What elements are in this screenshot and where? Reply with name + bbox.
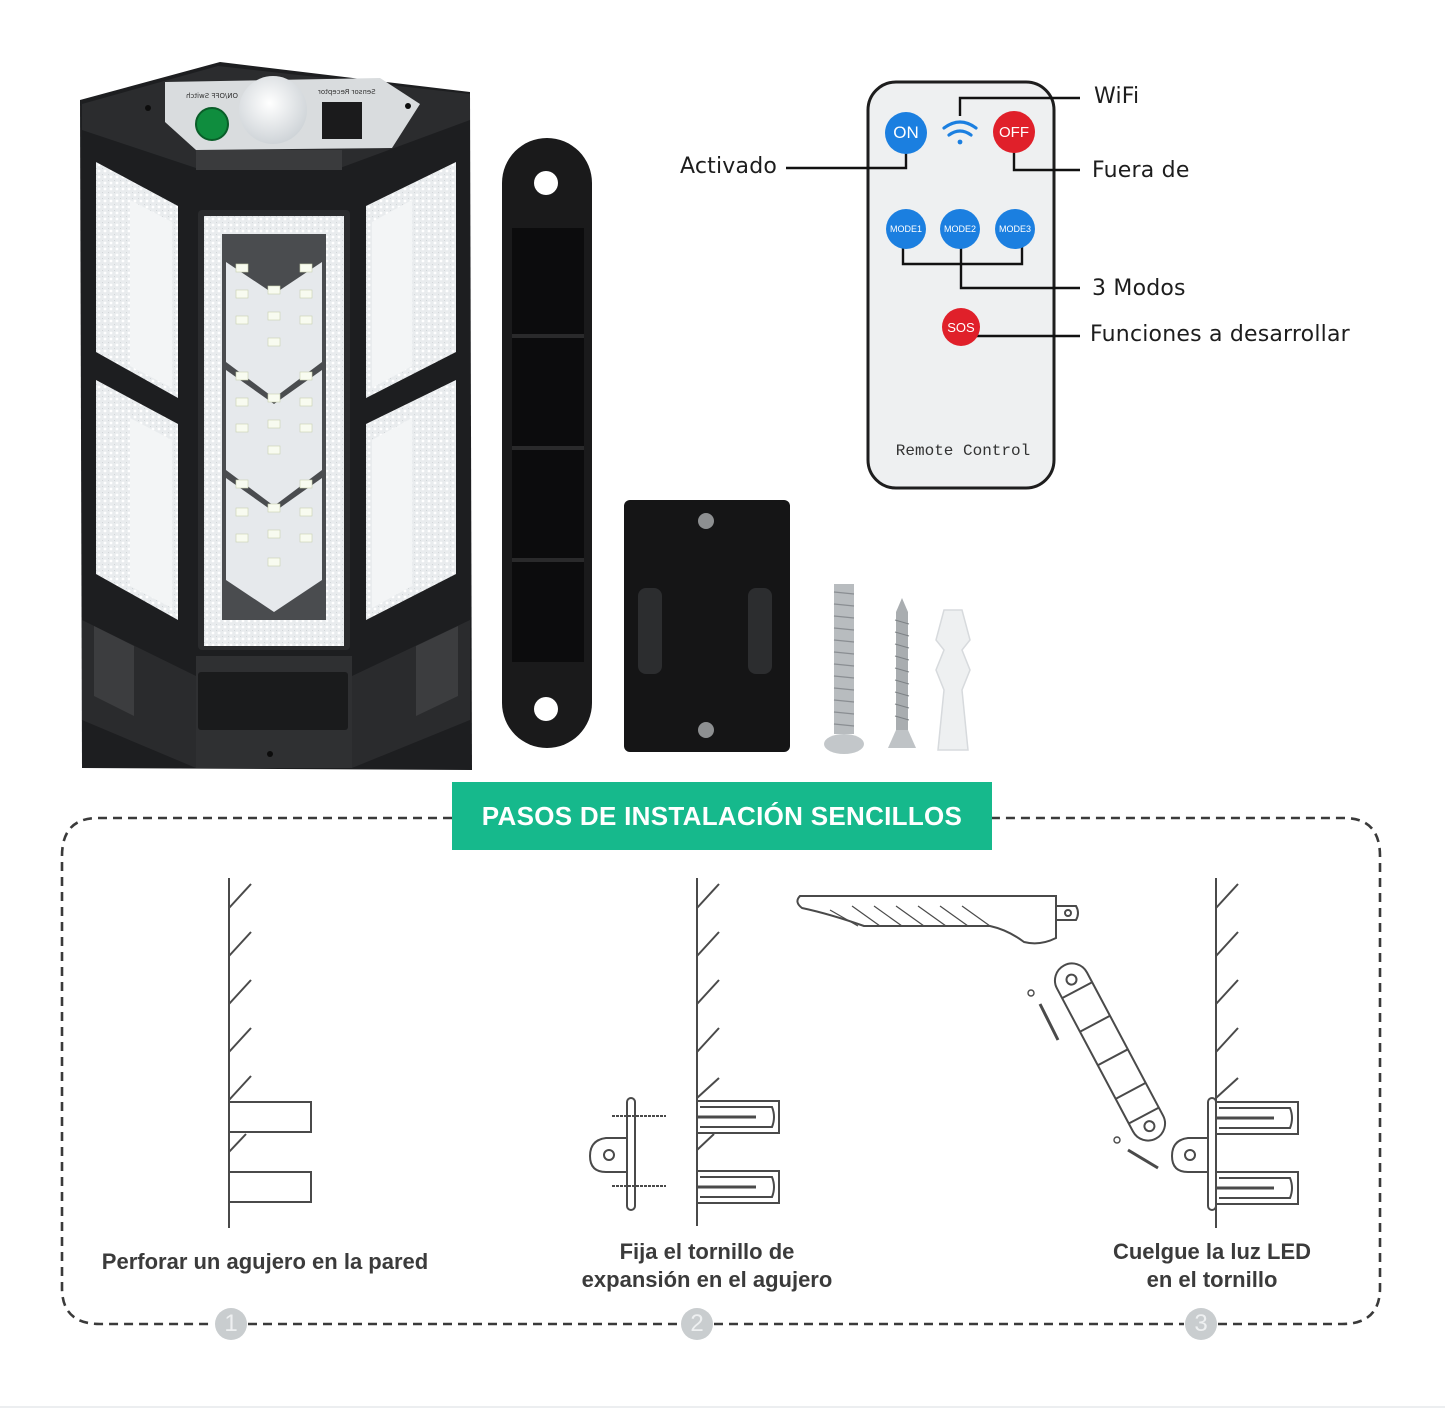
callout-on: Activado (680, 154, 778, 179)
callout-off: Fuera de (1092, 158, 1190, 183)
switch-label: ON/OFF Switch (186, 92, 239, 100)
step-3-line2: en el tornillo (1146, 1267, 1278, 1292)
power-switch-button (195, 107, 229, 141)
wood-screw (888, 598, 916, 748)
mounting-bracket (502, 138, 592, 748)
step-3-label: Cuelgue la luz LED en el tornillo (1072, 1238, 1352, 1294)
step-2-diagram (588, 878, 780, 1226)
step-1-line1: Perforar un agujero en la pared (101, 1249, 429, 1274)
step-2-line1: Fija el tornillo de (619, 1239, 795, 1264)
step-1-label: Perforar un agujero en la pared (90, 1248, 440, 1276)
remote-off-button[interactable]: OFF (993, 111, 1035, 153)
callout-line-modes (959, 246, 1080, 290)
remote-title: Remote Control (895, 442, 1031, 460)
callout-wifi: WiFi (1094, 84, 1140, 109)
step-2-label: Fija el tornillo de expansión en el aguj… (552, 1238, 862, 1294)
step-3-number: 3 (1185, 1308, 1217, 1340)
step-3-diagram (796, 878, 1299, 1228)
remote-sos-button[interactable]: SOS (942, 308, 980, 346)
callout-line-modes-bracket (901, 246, 1024, 266)
light-sensor (322, 102, 362, 139)
callout-sos: Funciones a desarrollar (1090, 322, 1350, 347)
wifi-icon (942, 120, 978, 145)
installation-frame (60, 816, 1382, 1326)
wall-anchor (935, 609, 971, 751)
callout-lines (786, 96, 1080, 338)
step-3-line1: Cuelgue la luz LED (1112, 1239, 1312, 1264)
remote-mode2-button[interactable]: MODE2 (940, 209, 980, 249)
remote-on-button[interactable]: ON (885, 112, 927, 154)
led-chips (235, 263, 313, 567)
step-1-diagram (228, 878, 312, 1228)
step-2-line2: expansión en el agujero (581, 1267, 833, 1292)
pir-sensor (239, 76, 307, 144)
lamp-body (80, 62, 472, 770)
step-1-number: 1 (215, 1308, 247, 1340)
callout-line-wifi (958, 96, 1080, 116)
wall-plate (624, 500, 790, 752)
lamp-side-view (796, 895, 1057, 945)
sensor-label: Sensor Receptor (318, 88, 376, 96)
bottom-divider (0, 1406, 1445, 1408)
machine-screw (824, 584, 864, 754)
remote-mode3-button[interactable]: MODE3 (995, 209, 1035, 249)
callout-modes: 3 Modos (1092, 276, 1186, 301)
remote-mode1-button[interactable]: MODE1 (886, 209, 926, 249)
installation-title: PASOS DE INSTALACIÓN SENCILLOS (452, 782, 992, 850)
step-2-number: 2 (681, 1308, 713, 1340)
